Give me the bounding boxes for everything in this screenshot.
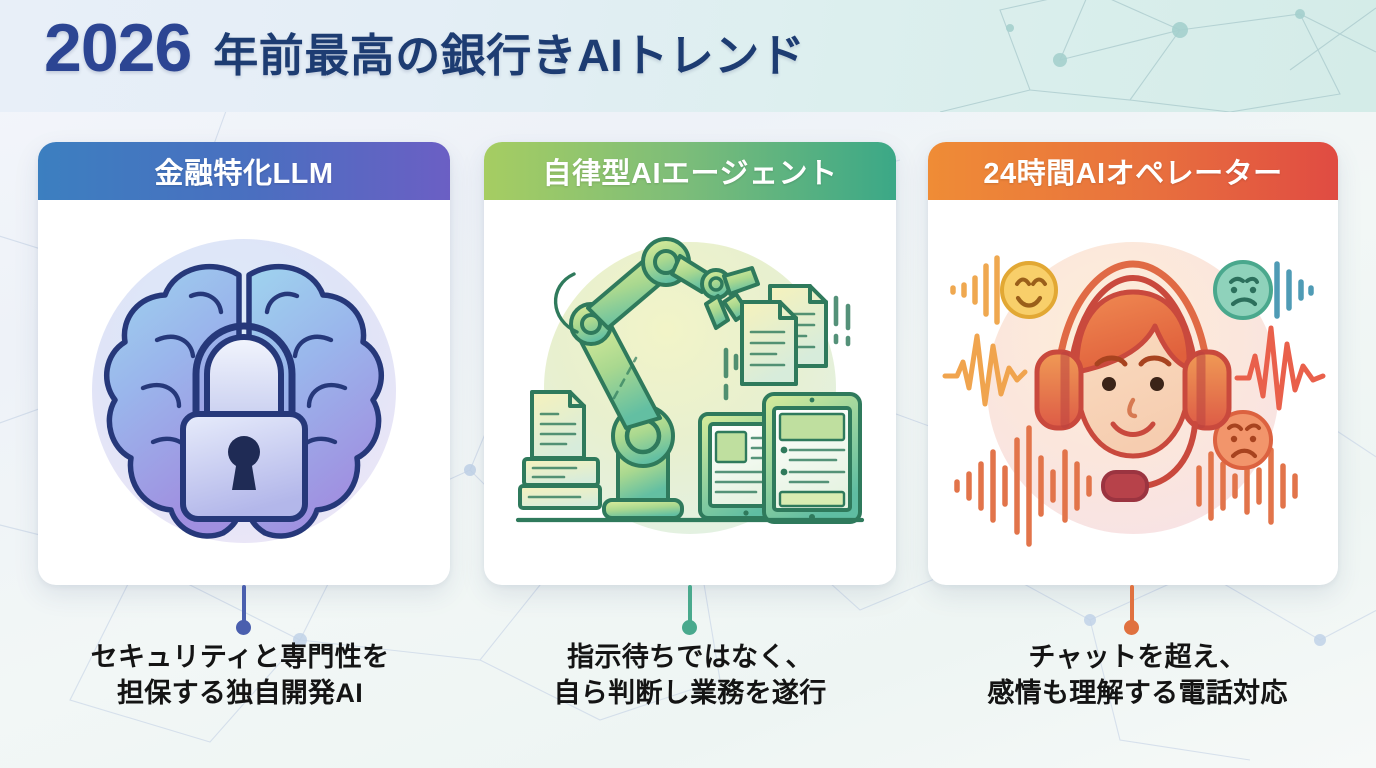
caption-line: セキュリティと専門性を	[90, 642, 390, 672]
card-header-label: 24時間AIオペレーター	[983, 158, 1283, 190]
title-text: 年前最高の銀行きAIトレンド	[213, 30, 806, 81]
sad-face-green-icon	[1213, 259, 1273, 320]
connector-dot-ai-operator	[1124, 620, 1139, 635]
caption-ai-operator: チャットを超え、 感情も理解する電話対応	[915, 640, 1360, 711]
header-network-pattern	[939, 0, 1376, 112]
connector-line-autonomous-agent	[688, 585, 692, 625]
card-header-financial-llm: 金融特化LLM	[38, 142, 450, 200]
card-header-label: 金融特化LLM	[154, 158, 334, 190]
brain-lock-icon	[92, 238, 396, 543]
caption-autonomous-agent: 指示待ちではなく、 自ら判断し業務を遂行	[470, 640, 910, 711]
caption-line: 担保する独自開発AI	[117, 677, 363, 708]
worried-face-orange-icon	[1213, 409, 1273, 470]
card-illustration-area	[484, 200, 896, 585]
caption-line: 自ら判断し業務を遂行	[553, 677, 827, 708]
card-ai-operator[interactable]: 24時間AIオペレーター	[928, 142, 1338, 585]
title-year: 2026	[44, 10, 192, 86]
card-financial-llm[interactable]: 金融特化LLM	[38, 142, 450, 585]
card-autonomous-agent[interactable]: 自律型AIエージェント	[484, 142, 896, 585]
card-illustration-area	[928, 200, 1338, 585]
card-header-autonomous-agent: 自律型AIエージェント	[484, 142, 896, 200]
happy-face-icon	[1000, 260, 1058, 319]
header-band: 2026 年前最高の銀行きAIトレンド	[0, 0, 1376, 112]
connector-dot-autonomous-agent	[682, 620, 697, 635]
connector-line-ai-operator	[1130, 585, 1134, 625]
connector-dot-financial-llm	[236, 620, 251, 635]
card-illustration-area	[38, 200, 450, 585]
card-header-ai-operator: 24時間AIオペレーター	[928, 142, 1338, 200]
caption-line: チャットを超え、	[1028, 642, 1247, 672]
headset-operator-waveform-icon	[942, 241, 1326, 547]
robot-arm-documents-icon	[515, 236, 865, 534]
page-title: 2026 年前最高の銀行きAIトレンド	[44, 14, 805, 82]
connector-line-financial-llm	[242, 585, 246, 625]
card-header-label: 自律型AIエージェント	[542, 158, 838, 190]
caption-line: 感情も理解する電話対応	[987, 677, 1288, 708]
caption-financial-llm: セキュリティと専門性を 担保する独自開発AI	[20, 640, 460, 711]
caption-line: 指示待ちではなく、	[567, 642, 813, 672]
